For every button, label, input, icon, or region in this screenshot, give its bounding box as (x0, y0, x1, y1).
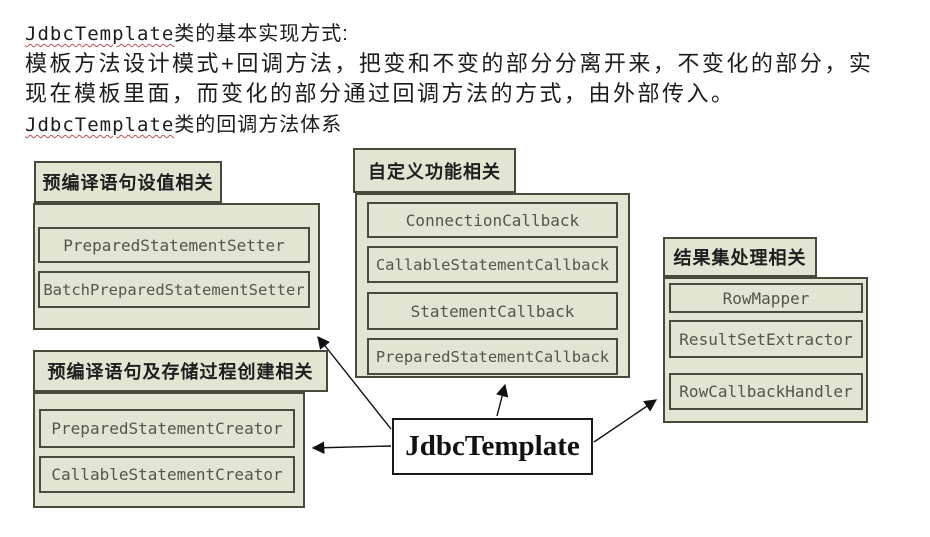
intro-line-2: 模板方法设计模式+回调方法，把变和不变的部分分离开来，不变化的部分，实 (25, 51, 874, 76)
intro-line-4-text: 类的回调方法体系 (174, 114, 343, 136)
jdbctemplate-node: JdbcTemplate (392, 418, 593, 475)
group-setter-title: 预编译语句设值相关 (34, 161, 222, 203)
class-box-connection-callback: ConnectionCallback (367, 202, 618, 238)
class-box-result-set-extractor: ResultSetExtractor (669, 320, 863, 358)
group-resultset-title: 结果集处理相关 (663, 237, 817, 277)
class-box-batch-prepared-statement-setter: BatchPreparedStatementSetter (38, 271, 310, 308)
class-box-prepared-statement-creator: PreparedStatementCreator (39, 409, 295, 448)
group-creator-title: 预编译语句及存储过程创建相关 (33, 350, 328, 392)
arrow-to-callback-group (496, 383, 509, 417)
intro-line-1: JdbcTemplate类的基本实现方式: (25, 17, 349, 46)
intro-line-1-text: 类的基本实现方式: (174, 23, 349, 45)
class-box-prepared-statement-callback: PreparedStatementCallback (367, 338, 618, 375)
group-setter-container (33, 203, 320, 330)
spellchecked-word-jdbctemplate: JdbcTemplate (25, 23, 175, 45)
spellchecked-word-jdbctemplate-2: JdbcTemplate (25, 114, 175, 136)
class-box-row-mapper: RowMapper (669, 283, 863, 313)
class-box-row-callback-handler: RowCallbackHandler (669, 373, 863, 410)
class-box-prepared-statement-setter: PreparedStatementSetter (38, 227, 310, 263)
intro-line-3: 现在模板里面，而变化的部分通过回调方法的方式，由外部传入。 (25, 81, 736, 106)
intro-line-4: JdbcTemplate类的回调方法体系 (25, 108, 342, 137)
class-box-callable-statement-callback: CallableStatementCallback (367, 246, 618, 283)
class-box-statement-callback: StatementCallback (367, 292, 618, 330)
arrow-to-creator-group (311, 441, 392, 455)
arrow-to-resultset-group (593, 399, 658, 443)
group-callback-title: 自定义功能相关 (353, 148, 516, 193)
class-box-callable-statement-creator: CallableStatementCreator (39, 456, 295, 493)
